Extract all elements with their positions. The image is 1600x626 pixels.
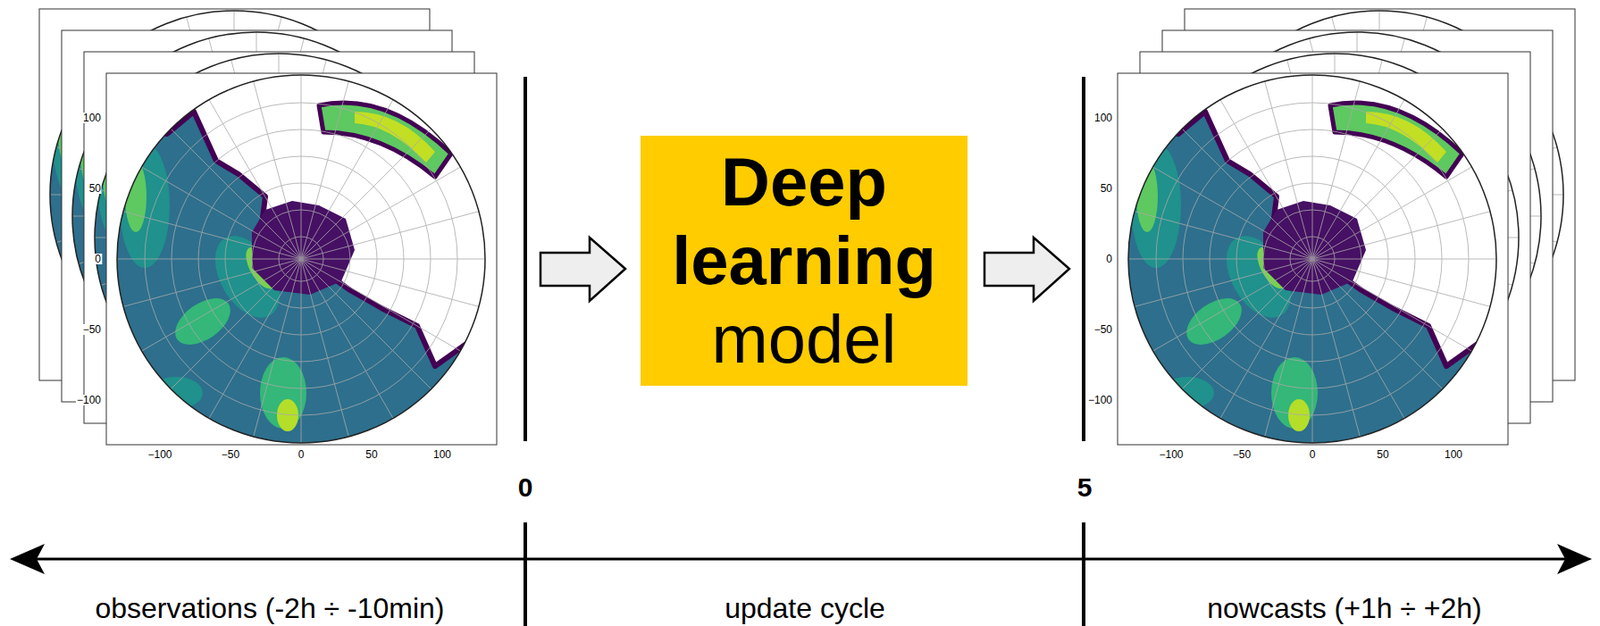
axis-tick: −50 [1231,449,1252,461]
axis-tick: −100 [1157,449,1184,461]
timeline-label: nowcasts (+1h ÷ +2h) [1206,594,1483,623]
timeline-tick [1081,522,1086,626]
axis-tick: −100 [146,449,173,461]
box-heading: Deep learning [651,142,957,301]
axis-tick: 0 [297,449,306,461]
block-arrow [540,237,626,302]
time-bar [1081,76,1086,442]
time-bar [523,76,528,442]
axis-tick: 100 [432,449,453,461]
box-text: model [712,300,897,379]
timeline-label: update cycle [724,594,886,623]
axis-tick: 50 [1375,449,1390,461]
axis-tick: 100 [1093,112,1114,124]
radar-frame [106,73,497,452]
timeline-axis [26,558,1575,562]
timeline-tick [523,522,528,626]
time-marker: 0 [518,474,534,502]
model-box: Deep learningmodel [640,135,968,386]
axis-tick: −50 [82,324,102,336]
axis-tick: −50 [1093,324,1114,336]
axis-tick: 100 [82,112,102,124]
axis-tick: −100 [75,394,102,406]
axis-tick: −50 [220,449,241,461]
radar-frame [1117,73,1508,452]
axis-tick: 0 [1105,253,1114,265]
axis-tick: 100 [1443,449,1464,461]
axis-tick: 0 [1308,449,1317,461]
block-arrow [984,237,1070,302]
axis-tick: 50 [364,449,378,461]
time-marker: 5 [1077,474,1093,502]
axis-tick: 0 [93,253,102,265]
axis-tick: −100 [1087,394,1114,406]
observation-stack [39,8,497,452]
timeline-label: observations (-2h ÷ -10min) [94,594,444,623]
nowcast-stack [1117,8,1575,452]
timeline-arrowhead [1557,544,1592,575]
axis-tick: 50 [88,183,102,194]
timeline-arrowhead [9,544,45,575]
axis-tick: 50 [1099,183,1114,194]
